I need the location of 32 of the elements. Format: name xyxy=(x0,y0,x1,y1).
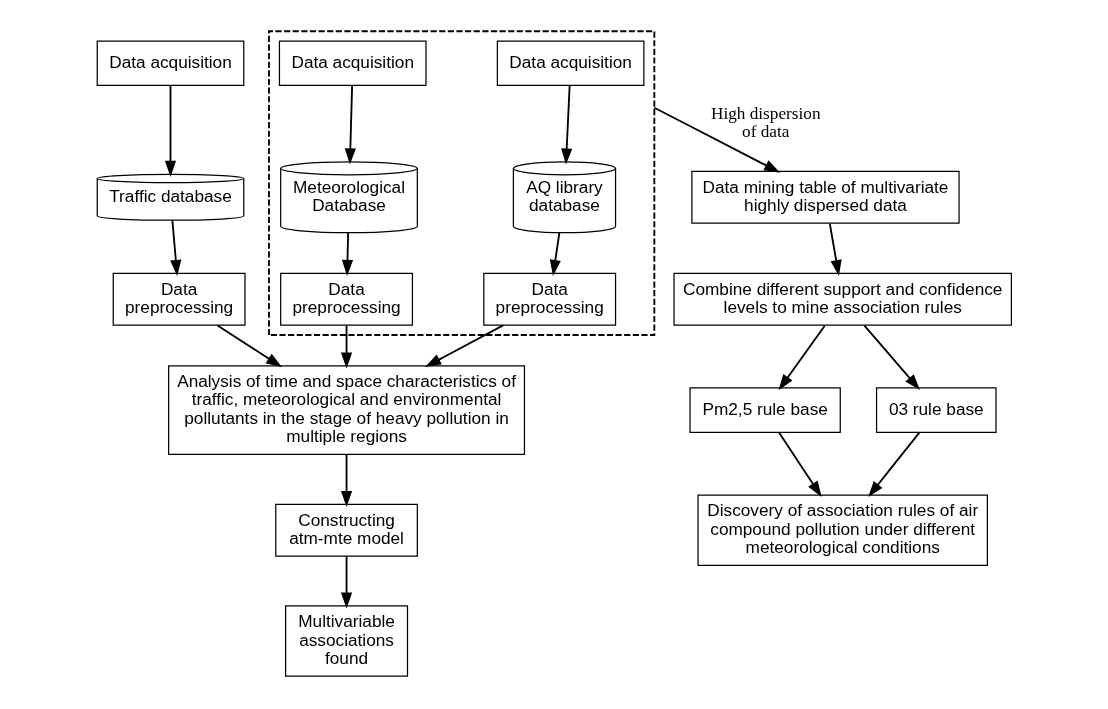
node-box: Pm2,5 rule base xyxy=(689,387,841,433)
node-box: Data preprocessing xyxy=(280,272,414,326)
arrow xyxy=(778,324,826,391)
node-box: Combine different support and confidence levels to mine association rules xyxy=(673,272,1012,326)
arrow xyxy=(653,106,781,173)
arrow xyxy=(164,84,177,177)
node-box: Multivariable associations found xyxy=(285,605,409,677)
node-box: Analysis of time and space characteristics of traffic, meteorological and environmental pollutants in the stage of heavy pollution in multiple regions xyxy=(168,365,526,456)
arrow xyxy=(561,84,573,165)
arrow xyxy=(778,431,822,498)
arrow xyxy=(341,231,354,276)
arrow xyxy=(549,231,561,276)
cluster xyxy=(268,30,656,336)
node-box: Data mining table of multivariate highly dispersed data xyxy=(691,170,960,224)
node-box: Data acquisition xyxy=(278,40,427,87)
node-box: Discovery of association rules of air compound pollution under different meteorological conditions xyxy=(697,494,988,566)
node-box: Data preprocessing xyxy=(483,272,617,326)
node-box: Constructing atm-mte model xyxy=(275,503,418,557)
node-box: Data acquisition xyxy=(496,40,645,87)
arrow xyxy=(216,324,283,368)
edge-label: High dispersion of data xyxy=(710,103,821,142)
arrow xyxy=(340,555,353,609)
arrow xyxy=(863,324,920,391)
arrow xyxy=(868,431,921,497)
arrow xyxy=(340,453,353,508)
node-box: Data acquisition xyxy=(96,40,245,87)
arrow xyxy=(170,219,182,277)
arrow xyxy=(344,84,356,165)
node-box: Data preprocessing xyxy=(112,272,246,326)
arrow xyxy=(340,324,353,369)
arrow xyxy=(828,222,842,277)
node-box: 03 rule base xyxy=(875,387,997,433)
